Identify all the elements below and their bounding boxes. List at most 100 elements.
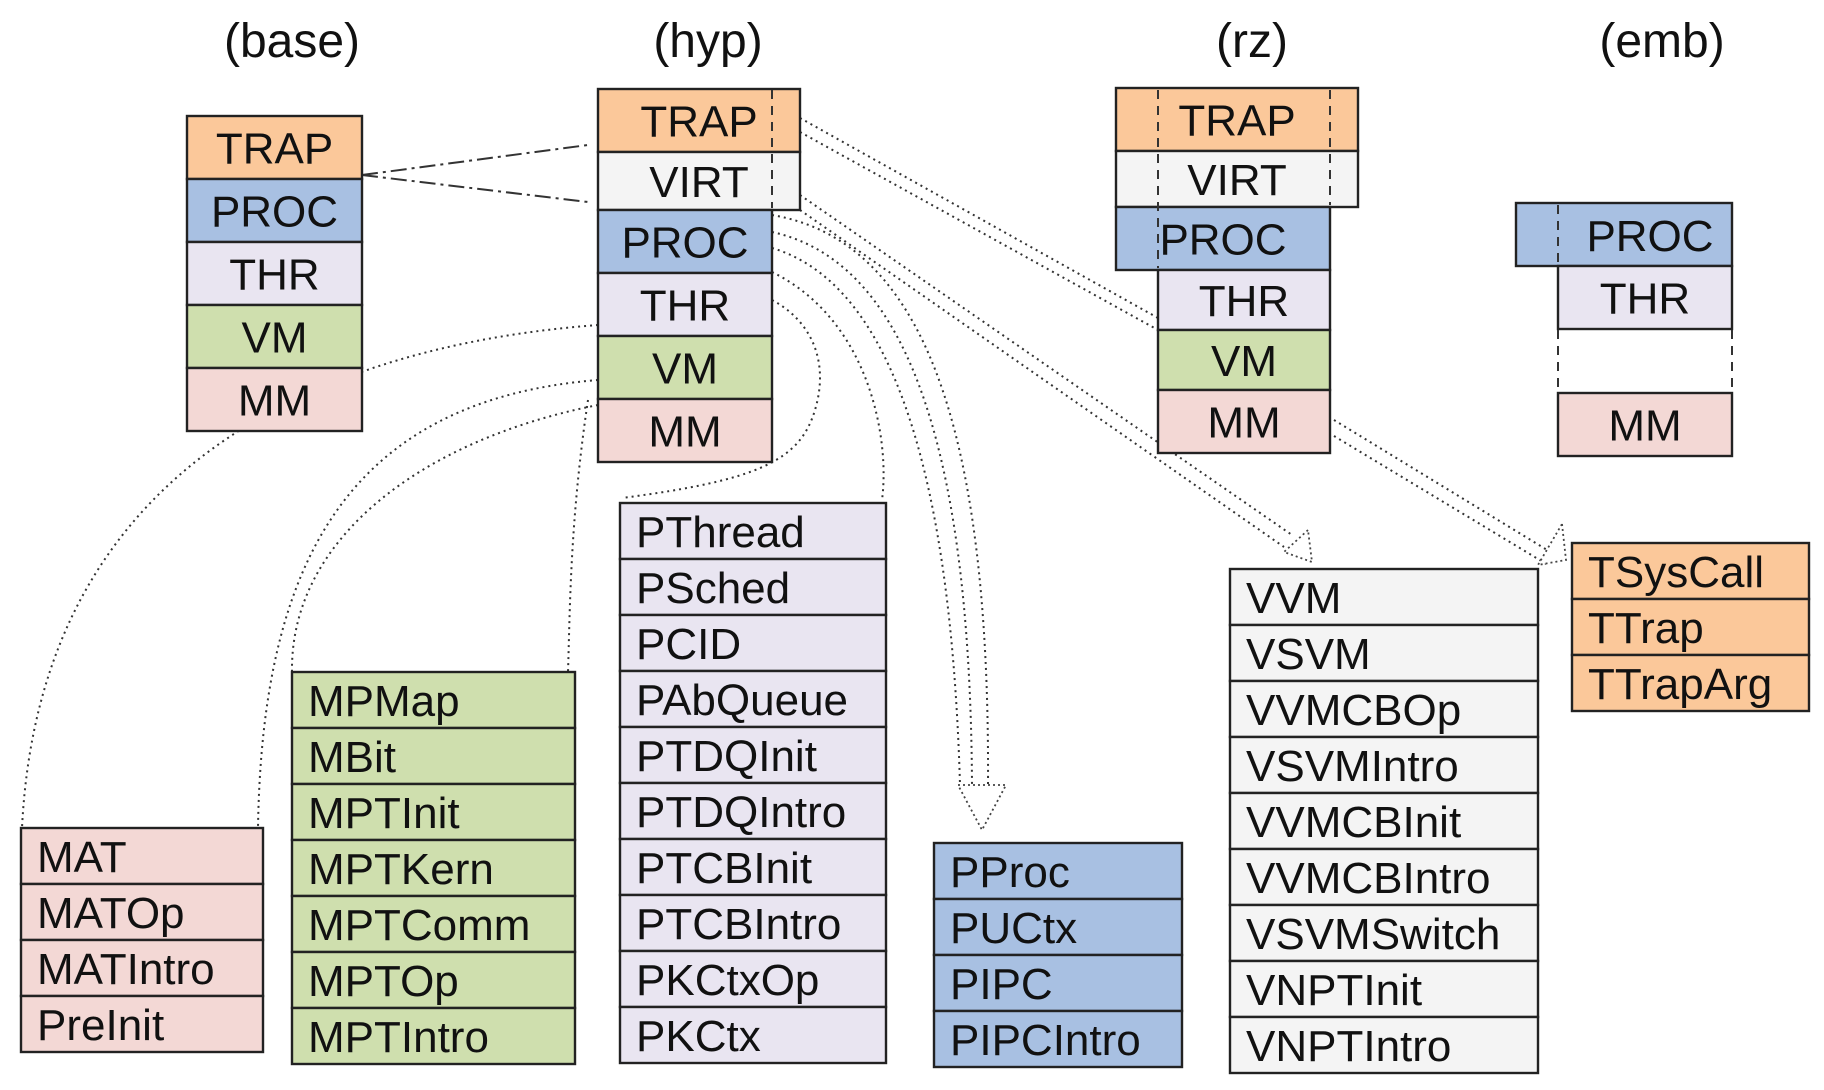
module-vm-mbit-label: MBit: [308, 733, 396, 782]
arrowhead-trap-modules: [1536, 521, 1567, 567]
hyp-layer-virt-label: VIRT: [649, 158, 748, 207]
module-mm-matintro-label: MATIntro: [37, 945, 215, 994]
module-virt-vvmcbinit: VVMCBInit: [1228, 791, 1540, 851]
emb-layer-mm: MM: [1556, 391, 1734, 458]
module-thr-ptdqinit-label: PTDQInit: [636, 732, 817, 781]
module-proc-puctx: PUCtx: [932, 897, 1184, 957]
emb-layer-thr: THR: [1556, 264, 1734, 331]
emb-layer-mm-label: MM: [1608, 402, 1681, 451]
arrowhead-proc-modules: [956, 784, 1008, 832]
module-thr-psched-label: PSched: [636, 564, 790, 613]
hyp-layer-mm-label: MM: [648, 408, 721, 457]
module-proc-pipc-label: PIPC: [950, 960, 1053, 1009]
module-virt-vsvm: VSVM: [1228, 623, 1540, 683]
module-proc-pproc-label: PProc: [950, 848, 1070, 897]
column-title-base: (base): [224, 15, 360, 68]
module-virt-vnptintro-box: [1228, 1015, 1540, 1075]
base-layer-trap: TRAP: [185, 114, 364, 181]
base-layer-mm-label: MM: [238, 377, 311, 426]
module-vm-mptkern: MPTKern: [290, 838, 577, 898]
module-thr-pcid-label: PCID: [636, 620, 741, 669]
module-vm-mptintro-label: MPTIntro: [308, 1013, 489, 1062]
hyp-layer-proc: PROC: [596, 208, 774, 275]
connector-hyp-proc-to-thr-modules: [771, 271, 885, 501]
module-thr-pabqueue-label: PAbQueue: [636, 676, 848, 725]
connector-hyp-virt-to-virt-modules-b: [799, 209, 1285, 548]
connector-rz-mm-to-trap-modules: [1333, 419, 1553, 554]
module-virt-vsvmswitch-label: VSVMSwitch: [1246, 910, 1500, 959]
hyp-layer-thr: THR: [596, 271, 774, 338]
module-thr-ptcbinit-box: [618, 837, 888, 897]
hyp-layer-trap-box: [596, 87, 802, 154]
module-proc-pproc-box: [932, 841, 1184, 901]
module-thr-pabqueue: PAbQueue: [618, 669, 888, 729]
base-layer-vm: VM: [185, 303, 364, 370]
rz-layer-mm: MM: [1156, 388, 1332, 455]
connector-hyp-thr-to-thr-modules: [621, 299, 821, 499]
module-vm-mptinit: MPTInit: [290, 782, 577, 842]
module-virt-vvmcbop: VVMCBOp: [1228, 679, 1540, 739]
hyp-layer-thr-box: [596, 271, 774, 338]
module-thr-ptdqintro-box: [618, 781, 888, 841]
module-thr-pthread: PThread: [618, 501, 888, 561]
module-trap-tsyscall-box: [1570, 541, 1811, 601]
module-vm-mptcomm: MPTComm: [290, 894, 577, 954]
module-mm-mat: MAT: [19, 826, 265, 886]
module-proc-pipc-box: [932, 953, 1184, 1013]
module-trap-ttrap-label: TTrap: [1588, 604, 1704, 653]
module-thr-pthread-label: PThread: [636, 508, 805, 557]
connector-hyp-trap-to-rz-b: [799, 131, 1159, 331]
base-layer-vm-label: VM: [242, 314, 308, 363]
connector-base-to-hyp-trap: [361, 144, 589, 176]
connector-hyp-virt-to-virt-modules: [799, 194, 1293, 536]
module-vm-mptinit-box: [290, 782, 577, 842]
rz-layer-trap-box: [1114, 86, 1360, 153]
module-virt-vsvmintro: VSVMIntro: [1228, 735, 1540, 795]
module-virt-vvmcbintro: VVMCBIntro: [1228, 847, 1540, 907]
module-virt-vvm-label: VVM: [1246, 574, 1341, 623]
module-proc-pproc: PProc: [932, 841, 1184, 901]
module-vm-mbit: MBit: [290, 726, 577, 786]
rz-layer-mm-label: MM: [1207, 399, 1280, 448]
connector-hyp-proc-to-proc-modules-b: [771, 231, 973, 786]
module-virt-vvm: VVM: [1228, 567, 1540, 627]
module-thr-ptdqintro: PTDQIntro: [618, 781, 888, 841]
module-vm-mptcomm-label: MPTComm: [308, 901, 530, 950]
base-layer-proc-label: PROC: [211, 188, 338, 237]
base-layer-trap-label: TRAP: [216, 125, 333, 174]
module-thr-ptcbinit-label: PTCBInit: [636, 844, 812, 893]
rz-layer-virt: VIRT: [1114, 149, 1360, 209]
module-thr-ptcbintro: PTCBIntro: [618, 893, 888, 953]
arrowhead-virt-modules: [1282, 528, 1314, 564]
module-virt-vnptinit-label: VNPTInit: [1246, 966, 1422, 1015]
column-title-hyp: (hyp): [653, 15, 762, 68]
module-trap-ttraparg-box: [1570, 653, 1811, 713]
module-thr-pkctx: PKCtx: [618, 1005, 888, 1065]
module-virt-vvmcbinit-label: VVMCBInit: [1246, 798, 1461, 847]
module-vm-mpmap-label: MPMap: [308, 677, 460, 726]
base-layer-trap-box: [185, 114, 364, 181]
module-list-virt: VVMVSVMVVMCBOpVSVMIntroVVMCBInitVVMCBInt…: [1228, 567, 1540, 1075]
hyp-layer-virt: VIRT: [596, 150, 802, 212]
base-layer-vm-box: [185, 303, 364, 370]
hyp-layer-virt-box: [596, 150, 802, 212]
connector-base-to-hyp-virt: [361, 174, 589, 203]
module-thr-psched: PSched: [618, 557, 888, 617]
connector-rz-mm-to-trap-modules-b: [1333, 435, 1549, 566]
module-thr-pkctxop-box: [618, 949, 888, 1009]
hyp-layer-trap: TRAP: [596, 87, 802, 154]
rz-layer-mm-box: [1156, 388, 1332, 455]
module-thr-pkctxop: PKCtxOp: [618, 949, 888, 1009]
rz-layer-thr-box: [1156, 268, 1332, 332]
module-trap-ttraparg: TTrapArg: [1570, 653, 1811, 713]
module-thr-ptcbinit: PTCBInit: [618, 837, 888, 897]
emb-layer-proc-label: PROC: [1586, 212, 1713, 261]
hyp-layer-vm: VM: [596, 334, 774, 401]
hyp-layer-mm: MM: [596, 397, 774, 464]
hyp-layer-proc-label: PROC: [621, 219, 748, 268]
module-thr-pkctx-box: [618, 1005, 888, 1065]
module-proc-puctx-label: PUCtx: [950, 904, 1077, 953]
connector-hyp-to-vm-modules: [567, 399, 589, 673]
